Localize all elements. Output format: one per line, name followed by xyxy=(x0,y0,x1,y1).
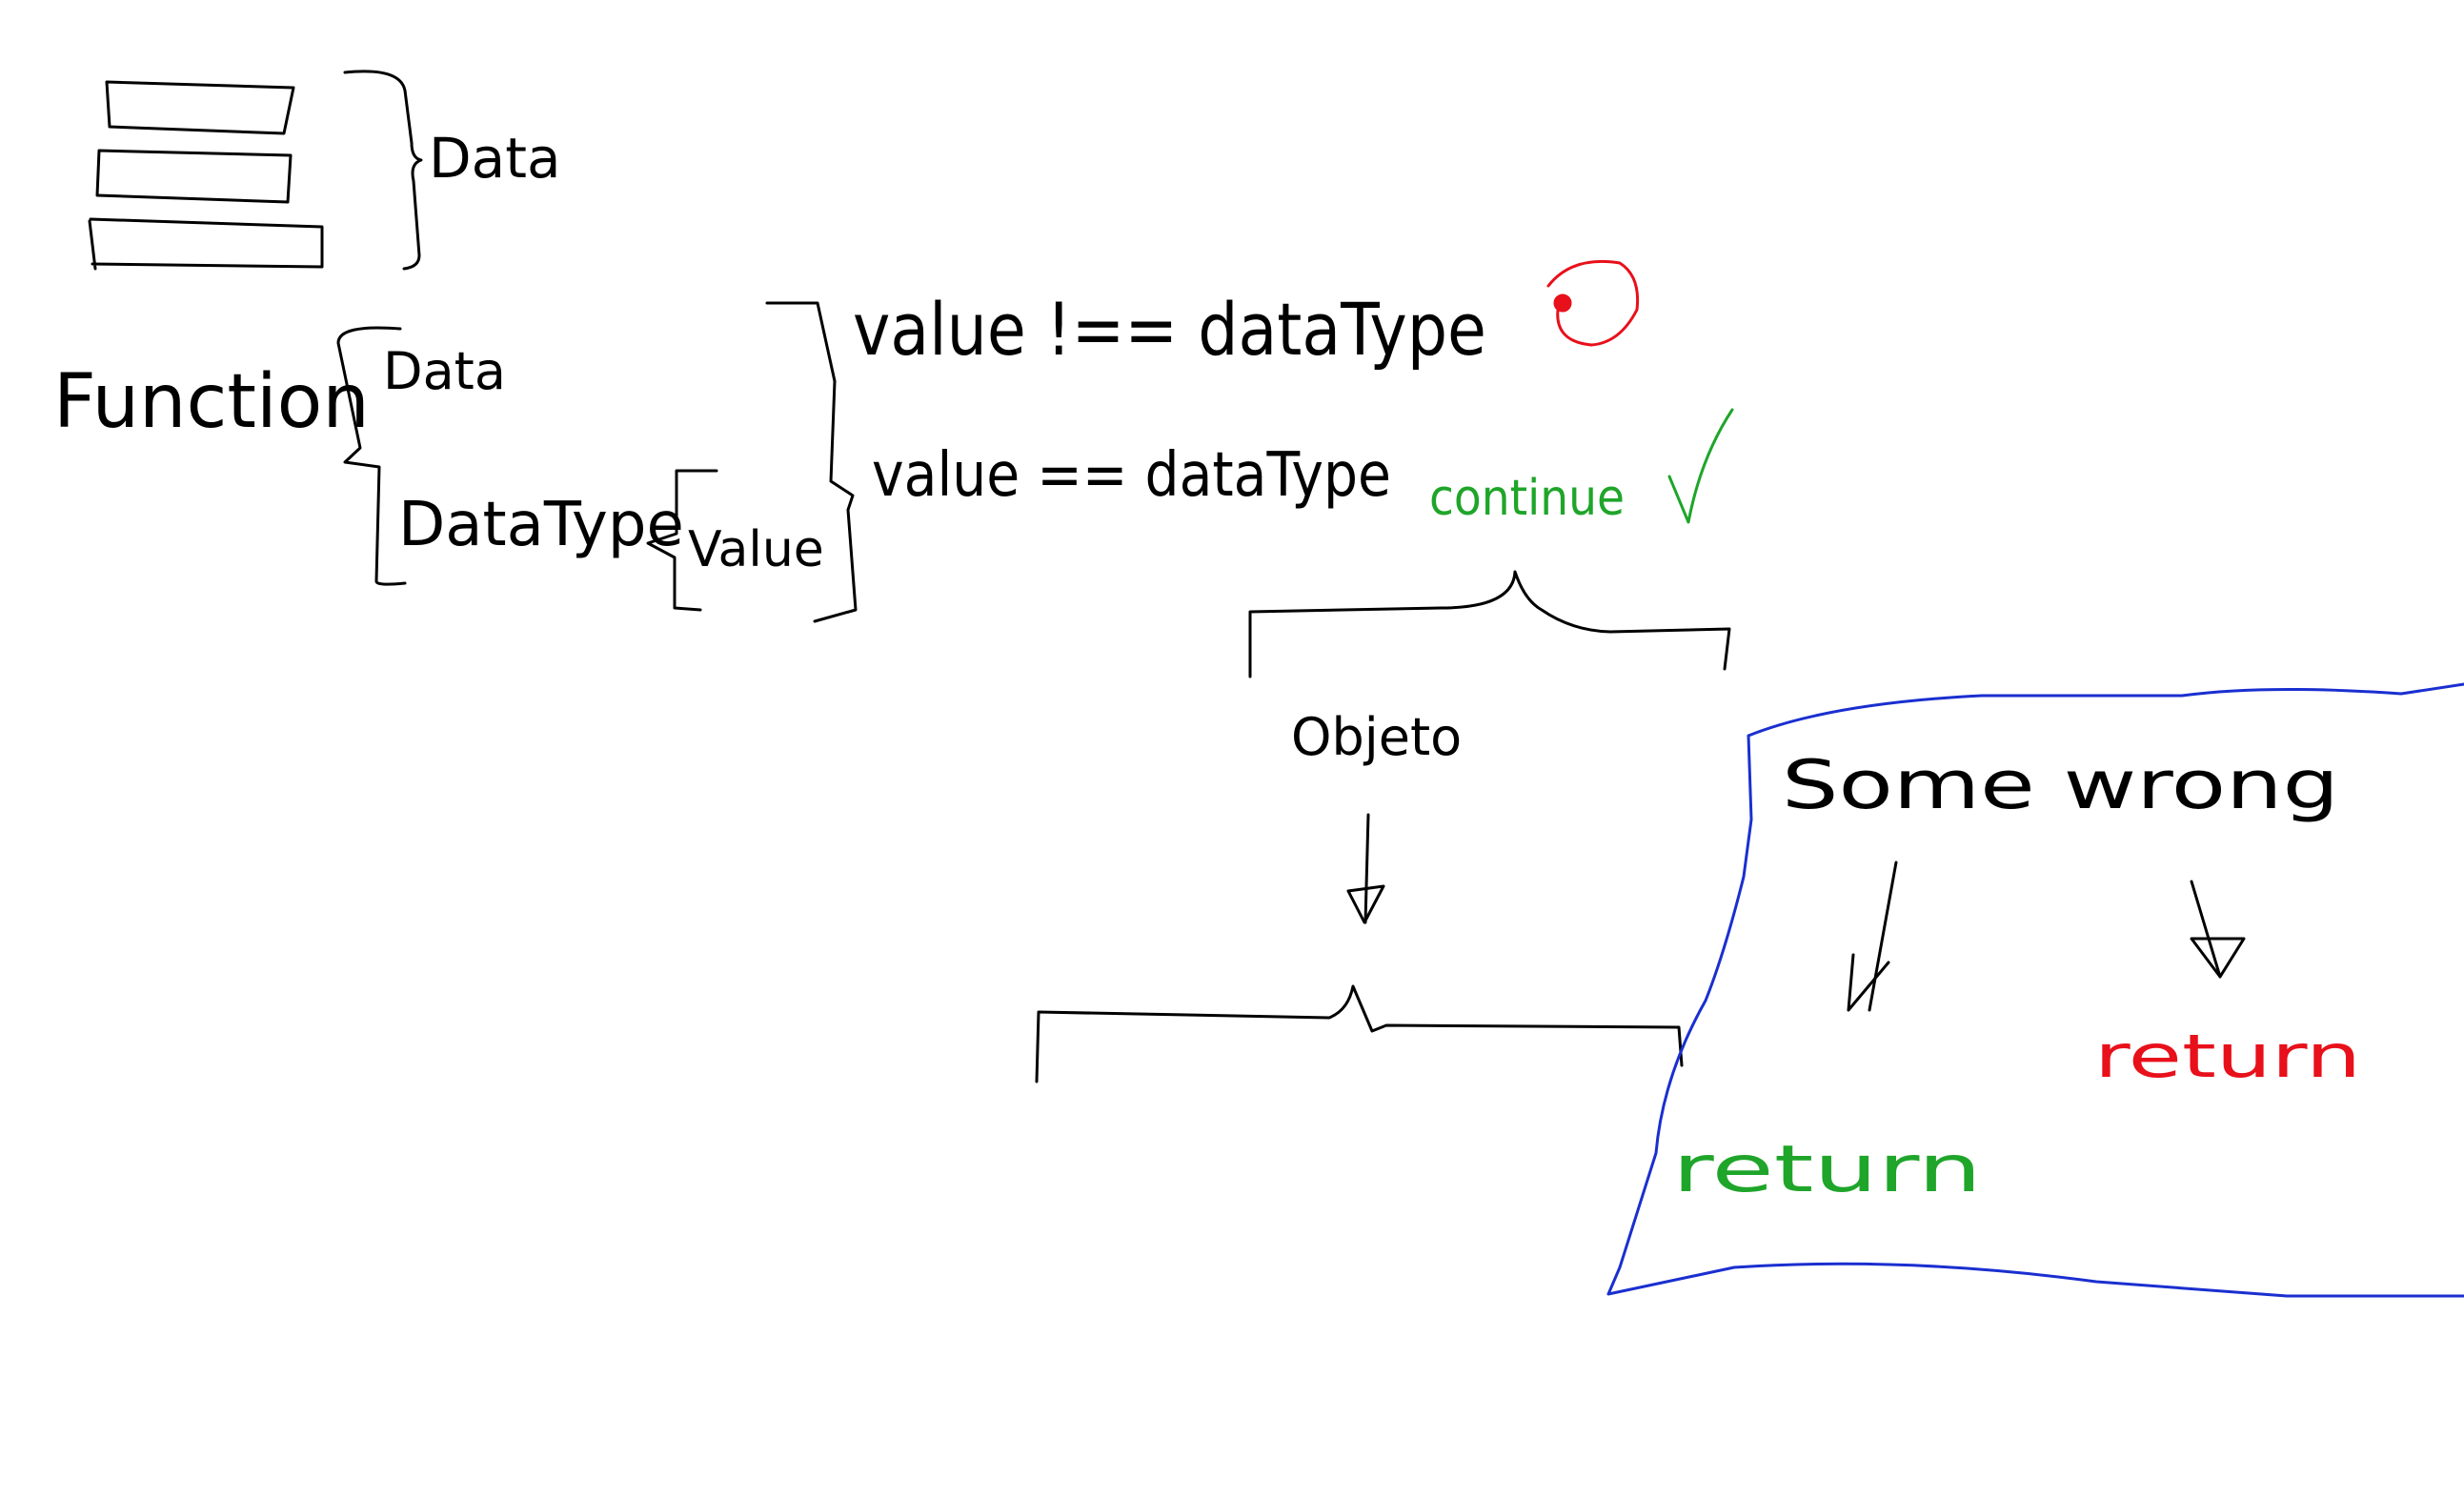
brace-objeto xyxy=(1248,570,1731,678)
label-data-top: Data xyxy=(429,126,561,191)
label-function: Function xyxy=(53,359,370,445)
label-value-eq: value == dataType xyxy=(872,440,1391,511)
label-value-small: Value xyxy=(688,521,824,578)
label-objeto: Objeto xyxy=(1291,707,1462,767)
label-data-fn: Data xyxy=(383,341,506,401)
brace-value-group xyxy=(765,301,858,623)
arrow-down-icon xyxy=(1346,813,1385,924)
brace-data-top xyxy=(343,70,423,271)
brace-function xyxy=(336,326,407,586)
label-value-neq: value !== dataType xyxy=(853,287,1486,372)
brace-datatype xyxy=(646,469,718,612)
label-continue: continue xyxy=(1429,470,1625,527)
arrow-down-left-icon xyxy=(1847,860,1898,1012)
data-stack-icon xyxy=(88,80,324,271)
brace-bottom xyxy=(1035,984,1684,1083)
error-circle-icon xyxy=(1546,259,1640,347)
label-return-left: return xyxy=(1672,1132,1982,1207)
check-icon xyxy=(1667,408,1734,524)
label-return-right: return xyxy=(2094,1022,2361,1091)
label-some-wrong: Some wrong xyxy=(1782,746,2339,824)
wrong-case-frame xyxy=(1606,682,2464,1298)
label-datatype: DataType xyxy=(398,490,684,560)
arrow-down-right-icon xyxy=(2190,880,2246,979)
